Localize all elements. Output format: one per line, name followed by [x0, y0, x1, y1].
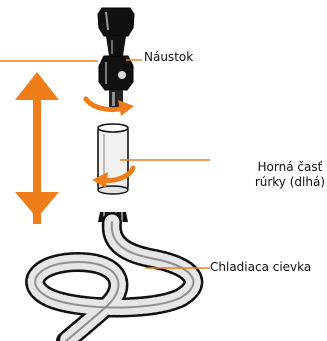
upper-tube-label-line1: Horná časť: [255, 160, 325, 175]
cooling-coil: [35, 212, 193, 341]
mouthpiece-label: Náustok: [144, 50, 193, 65]
upper-tube-label-line2: rúrky (dlhá): [255, 175, 325, 190]
mouthpiece: [98, 8, 134, 108]
upper-tube-label: Horná časť rúrky (dlhá): [255, 160, 325, 190]
height-double-arrow-icon: [15, 72, 59, 224]
cooling-coil-label: Chladiaca cievka: [210, 260, 311, 275]
